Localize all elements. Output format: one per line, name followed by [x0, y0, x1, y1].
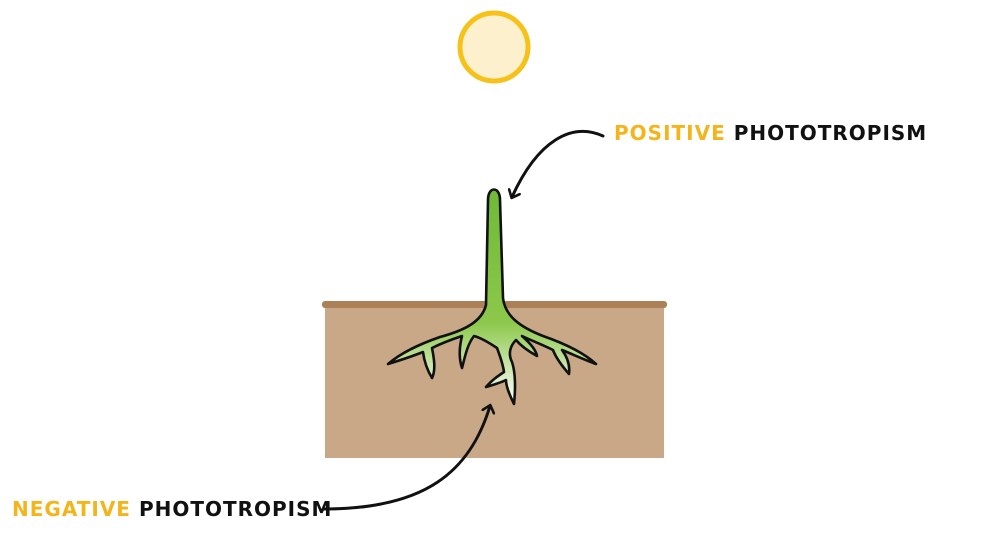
positive-rest-text: PHOTOTROPISM — [733, 121, 928, 145]
curved-arrow-icon — [322, 406, 490, 511]
seedling-icon — [386, 188, 598, 406]
negative-rest-text: PHOTOTROPISM — [138, 497, 333, 521]
negative-accent-word: NEGATIVE — [12, 497, 131, 521]
positive-phototropism-label: POSITIVE PHOTOTROPISM — [614, 123, 927, 143]
negative-phototropism-label: NEGATIVE PHOTOTROPISM — [12, 499, 332, 519]
sun-icon — [457, 10, 531, 84]
curved-arrow-icon — [512, 130, 605, 197]
positive-accent-word: POSITIVE — [614, 121, 726, 145]
